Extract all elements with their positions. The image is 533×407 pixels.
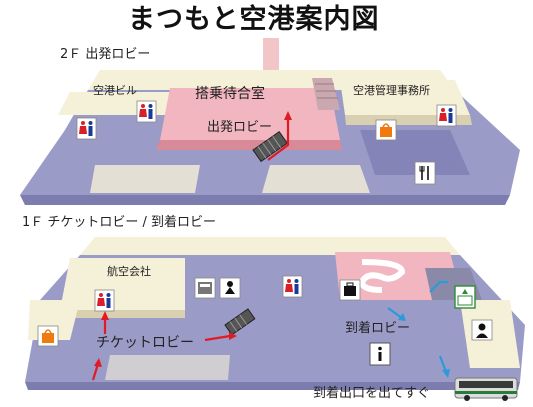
- direction-arrow: [387, 307, 403, 319]
- restroom-icon: [136, 100, 157, 123]
- restaurant-icon: [414, 161, 436, 185]
- restroom-icon: [76, 117, 97, 140]
- direction-arrow: [438, 355, 448, 373]
- shop-bag-icon: [375, 119, 397, 141]
- label-terminal-building: 空港ビル: [93, 84, 137, 97]
- direction-arrow: [429, 280, 448, 293]
- label-exit-note: 到着出口を出てすぐ: [313, 386, 431, 401]
- label-arrival-lobby: 到着ロビー: [345, 321, 411, 336]
- atm-icon: [194, 277, 216, 299]
- restroom-icon: [94, 289, 115, 312]
- escalator-icon: [252, 130, 288, 163]
- restroom-icon: [436, 104, 457, 127]
- label-ticket-lobby: チケットロビー: [96, 335, 194, 351]
- label-admin-office: 空港管理事務所: [353, 84, 430, 97]
- label-airline-office: 航空会社: [107, 265, 151, 278]
- floor2-heading: 2Ｆ 出発ロビー: [60, 47, 151, 62]
- direction-arrow: [267, 118, 290, 161]
- information-icon: [369, 342, 391, 366]
- coin-locker-icon: [339, 279, 361, 301]
- label-departure-lobby: 出発ロビー: [207, 120, 273, 135]
- floor1-heading: 1Ｆ チケットロビー / 到着ロビー: [22, 215, 217, 230]
- map-title: まつもと空港案内図: [128, 4, 380, 35]
- shop-bag-icon: [37, 325, 59, 347]
- baby-room-icon: [219, 277, 241, 299]
- direction-arrow: [91, 363, 100, 381]
- escalator-icon: [224, 308, 256, 336]
- floor1-plan: [25, 237, 525, 401]
- elevator-icon: [454, 285, 476, 309]
- label-boarding-lounge: 搭乗待合室: [195, 86, 265, 102]
- bus-icon: [454, 377, 518, 401]
- floor2-plan: [20, 38, 520, 205]
- direction-arrow: [204, 334, 231, 342]
- restroom-icon: [282, 275, 303, 298]
- security-guard-icon: [471, 319, 493, 341]
